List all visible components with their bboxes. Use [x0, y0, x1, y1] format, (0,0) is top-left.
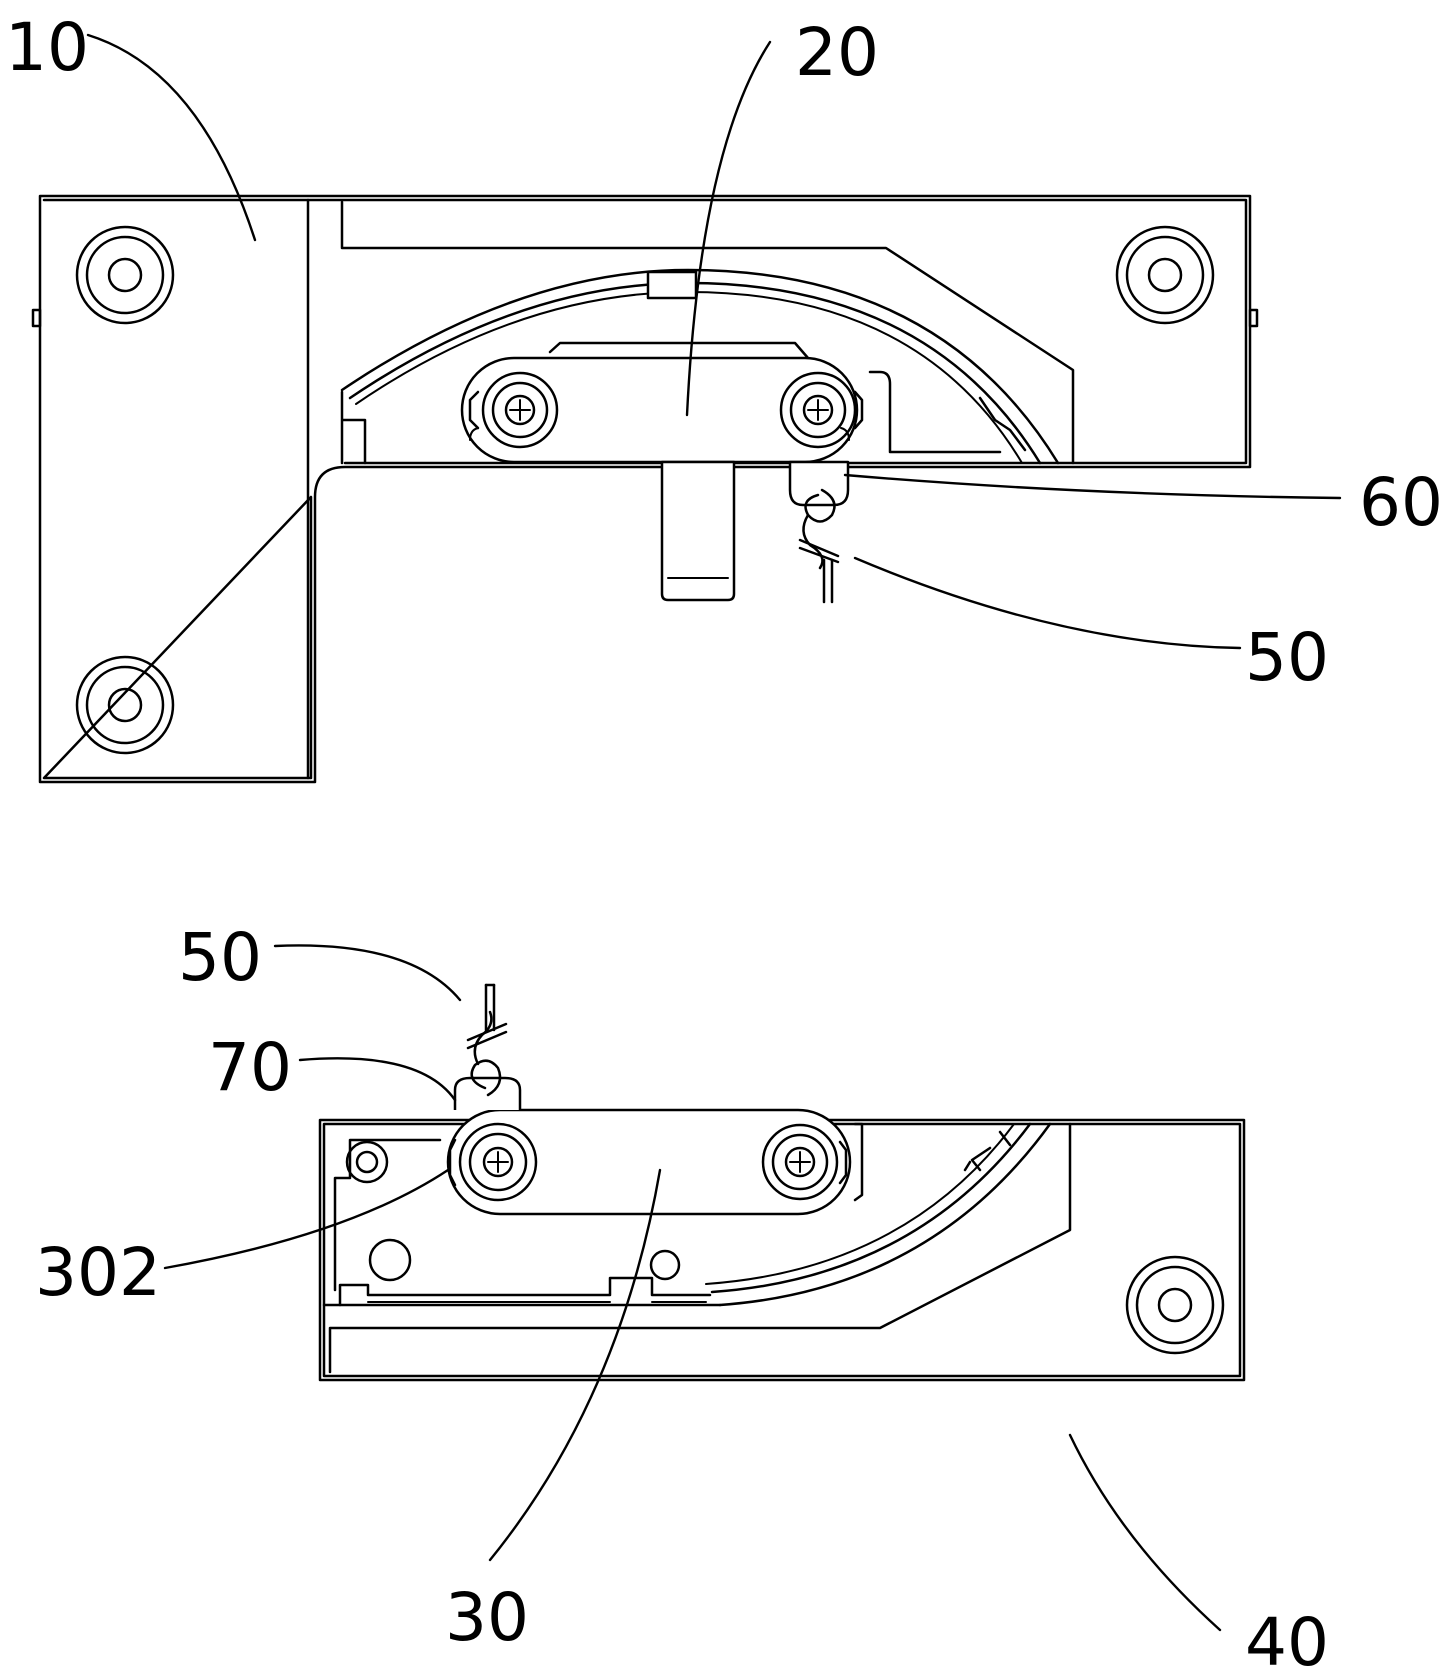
leader-10 — [86, 33, 257, 242]
upper-wire-hook — [798, 488, 840, 604]
upper-right-screw — [779, 371, 864, 449]
lower-arc-end-step — [963, 1130, 1012, 1172]
pivot-shaft — [660, 460, 736, 602]
label-60: 60 — [1359, 464, 1443, 541]
lower-right-screw — [761, 1123, 848, 1201]
arc-slot-notch — [646, 270, 698, 300]
upper-left-screw — [468, 371, 559, 449]
l-shaped-base-plate — [38, 194, 1252, 784]
pivot-block — [548, 341, 810, 360]
leader-302 — [163, 1168, 450, 1270]
mount-screw-top-right — [1115, 225, 1215, 325]
lower-mount-screw — [1125, 1255, 1225, 1355]
lower-rail — [338, 1276, 712, 1307]
lower-wire-hook — [466, 983, 508, 1097]
recess-left-wall — [340, 390, 367, 465]
label-50-bottom: 50 — [178, 919, 262, 996]
leader-lines — [86, 33, 1342, 1632]
leader-50-top — [853, 556, 1242, 650]
mount-screw-bottom-left — [75, 655, 175, 755]
arc-track-outer — [340, 268, 1060, 465]
mount-screw-top-left — [75, 225, 175, 325]
upper-link-arm — [460, 356, 859, 464]
part-labels: 10 20 60 50 50 70 302 30 40 — [5, 9, 1443, 1676]
leader-60 — [843, 473, 1342, 500]
label-20: 20 — [795, 14, 879, 91]
leader-70 — [298, 1057, 457, 1102]
label-30: 30 — [445, 1579, 529, 1656]
lower-arc-track-groove — [705, 1123, 1015, 1285]
right-side-tab — [1248, 308, 1259, 328]
lower-stop-pin-right — [649, 1249, 681, 1281]
label-40: 40 — [1245, 1604, 1329, 1676]
lower-arc-track-outer — [718, 1122, 1052, 1307]
recess-right-wall — [868, 370, 1002, 454]
lower-inner-left-frame — [333, 1138, 442, 1292]
lower-link-housing-wall — [853, 1122, 864, 1202]
lower-link-arm — [446, 1108, 852, 1216]
label-50-top: 50 — [1245, 619, 1329, 696]
lower-left-screw — [448, 1122, 538, 1202]
lower-arc-track-inner — [710, 1122, 1032, 1294]
leader-20 — [685, 40, 772, 417]
label-10: 10 — [5, 9, 89, 86]
leader-30 — [488, 1168, 662, 1562]
upper-recess-outline — [340, 200, 1075, 465]
leader-40 — [1068, 1433, 1222, 1632]
left-side-tab — [31, 308, 42, 328]
top-bracket-assembly — [31, 194, 1259, 784]
label-302: 302 — [35, 1234, 161, 1311]
bottom-plate-assembly — [318, 983, 1246, 1382]
lower-small-screw — [345, 1140, 389, 1184]
lower-stop-pin-left — [368, 1238, 412, 1282]
leader-50-bottom — [273, 944, 462, 1002]
label-70: 70 — [208, 1029, 292, 1106]
arc-end-step — [978, 396, 1027, 452]
wire-clip-block — [788, 460, 850, 507]
lower-recess-outline — [328, 1122, 1072, 1374]
